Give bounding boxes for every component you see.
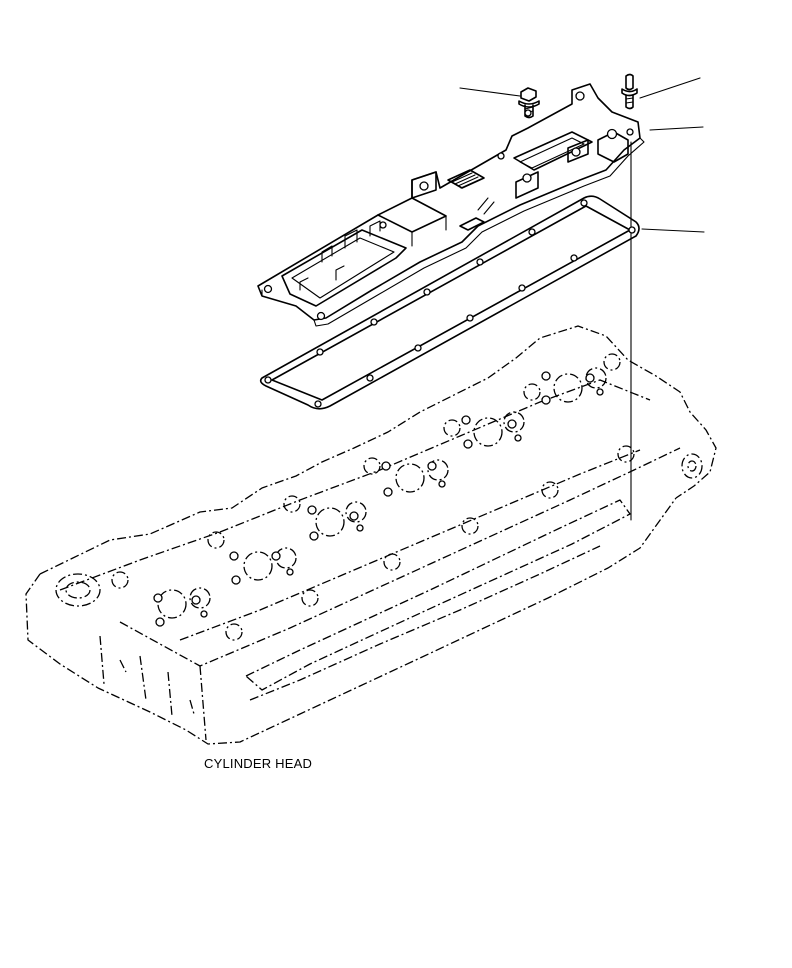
leader-line-bolt	[459, 87, 521, 97]
leader-line-stud	[639, 77, 701, 99]
valve-group-2	[229, 547, 297, 585]
valve-group-6	[541, 367, 607, 405]
leader-line-gasket	[641, 228, 705, 233]
valve-group-4	[381, 459, 449, 497]
cylinder-head	[25, 325, 717, 745]
leader-lines	[459, 77, 705, 521]
leader-line-cover	[649, 126, 704, 131]
stud-bolt-icon	[621, 73, 638, 110]
gasket	[259, 195, 640, 410]
grille-icon	[447, 169, 485, 189]
diagram-caption: CYLINDER HEAD	[204, 756, 313, 771]
head-bolt-bosses	[111, 353, 635, 641]
cover-plate	[257, 83, 645, 327]
valve-group-5	[461, 411, 525, 449]
valve-group-1	[153, 587, 211, 627]
valve-group-3	[307, 501, 367, 541]
